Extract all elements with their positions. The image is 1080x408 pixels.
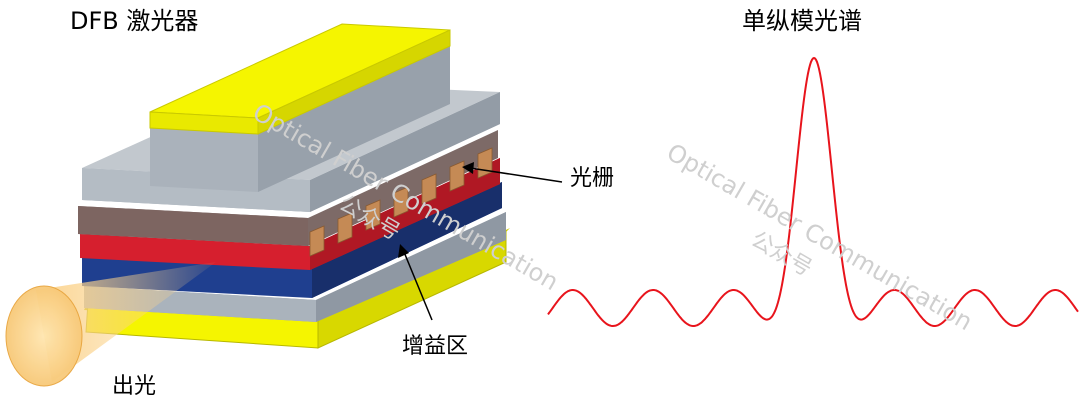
grating-arrow xyxy=(462,162,563,183)
right-title: 单纵模光谱 xyxy=(742,7,862,35)
output-beam xyxy=(5,262,216,387)
output-light-label: 出光 xyxy=(112,374,157,399)
spectrum-curve xyxy=(547,56,1079,327)
left-title: DFB 激光器 xyxy=(70,7,199,35)
gain-arrow xyxy=(398,244,433,321)
grating-layer xyxy=(78,130,498,257)
grating-label: 光栅 xyxy=(570,166,615,191)
laser-chip xyxy=(5,23,510,387)
gain-region-label: 增益区 xyxy=(402,334,469,359)
top-electrode xyxy=(149,23,451,135)
